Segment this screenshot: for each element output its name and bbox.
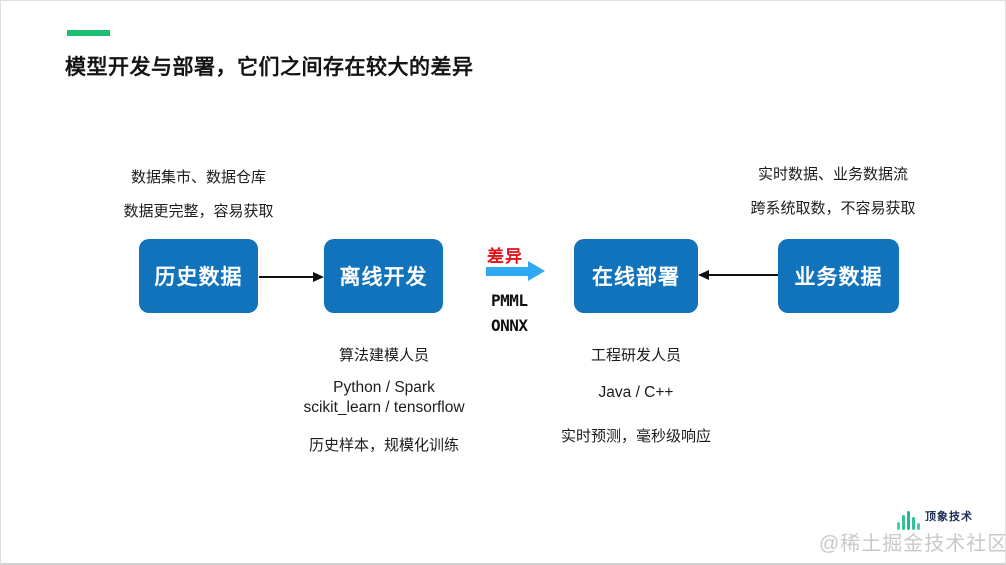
model-format-onnx: ONNX: [491, 316, 528, 335]
offline-training-text: 历史样本，规模化训练: [308, 437, 459, 454]
online-stack-text: Java / C++: [598, 384, 674, 401]
equalizer-bars-icon: [897, 511, 920, 530]
note-line: 实时数据、业务数据流: [757, 166, 908, 183]
note-line: 跨系统取数，不容易获取: [750, 200, 916, 217]
title-accent-bar: [67, 30, 110, 36]
offline-stack-text: Python / Spark scikit_learn / tensorflow: [259, 378, 509, 418]
flow-arrow-right-head-icon: [313, 272, 324, 282]
offline-stack-line: Python / Spark: [333, 379, 435, 396]
online-prediction-text: 实时预测，毫秒级响应: [560, 428, 711, 445]
vendor-logo-text: 顶象技术: [925, 511, 973, 523]
flow-node-label: 历史数据: [154, 265, 243, 289]
note-line: 数据集市、数据仓库: [130, 169, 266, 186]
offline-stack-line: scikit_learn / tensorflow: [303, 399, 465, 416]
flow-arrow-left-head-icon: [698, 270, 709, 280]
flow-node-business-data: 业务数据: [778, 239, 899, 313]
flow-node-online-deploy: 在线部署: [574, 239, 698, 313]
flow-node-historical-data: 历史数据: [139, 239, 258, 313]
flow-node-label: 在线部署: [592, 265, 680, 289]
offline-role-text: 算法建模人员: [338, 347, 429, 364]
diff-label: 差异: [487, 247, 523, 266]
community-watermark: @稀土掘金技术社区: [819, 533, 1006, 555]
offline-data-note: 数据集市、数据仓库 数据更完整，容易获取: [96, 161, 301, 229]
vendor-logo: 顶象技术: [897, 502, 973, 530]
flow-node-label: 业务数据: [794, 265, 883, 289]
flow-arrow-right-icon: [259, 276, 315, 278]
note-line: 数据更完整，容易获取: [123, 203, 274, 220]
model-format-pmml: PMML: [491, 291, 528, 310]
diff-arrow-head-icon: [528, 261, 545, 281]
flow-node-label: 离线开发: [339, 265, 428, 289]
diff-arrow-icon: [486, 267, 528, 276]
page-title: 模型开发与部署，它们之间存在较大的差异: [65, 56, 474, 79]
flow-arrow-left-icon: [709, 274, 778, 276]
online-data-note: 实时数据、业务数据流 跨系统取数，不容易获取: [729, 158, 937, 226]
flow-node-offline-dev: 离线开发: [324, 239, 443, 313]
online-role-text: 工程研发人员: [590, 347, 681, 364]
